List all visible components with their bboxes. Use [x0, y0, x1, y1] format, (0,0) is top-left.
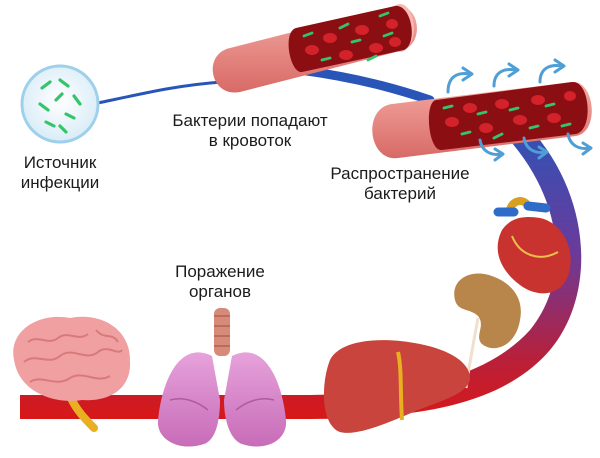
label-line: Источник [23, 153, 97, 172]
spread-arrow-icon [446, 58, 593, 162]
heart-icon [493, 197, 571, 294]
path-arc-upper [295, 65, 435, 105]
blood-vessel-icon [212, 4, 417, 93]
bacteria-culture-icon [20, 64, 100, 144]
circulation-band [20, 118, 582, 419]
label-line: Распространение [330, 164, 470, 183]
label-line: Бактерии попадают [172, 111, 328, 130]
label-bacteria-enter: Бактерии попадают в кровоток [150, 111, 350, 151]
label-line: бактерий [364, 184, 436, 203]
liver-icon [323, 340, 471, 433]
brain-icon [13, 316, 131, 432]
label-line: в кровоток [208, 131, 292, 150]
label-line: Поражение [175, 262, 265, 281]
label-infection-source: Источник инфекции [8, 153, 112, 193]
label-bacteria-spread: Распространение бактерий [312, 164, 488, 204]
label-organ-damage: Поражение органов [160, 262, 280, 302]
label-line: органов [188, 282, 252, 301]
blood-vessel-icon [372, 81, 592, 159]
connector-line [97, 80, 223, 105]
lungs-icon [157, 308, 287, 447]
label-line: инфекции [20, 173, 100, 192]
